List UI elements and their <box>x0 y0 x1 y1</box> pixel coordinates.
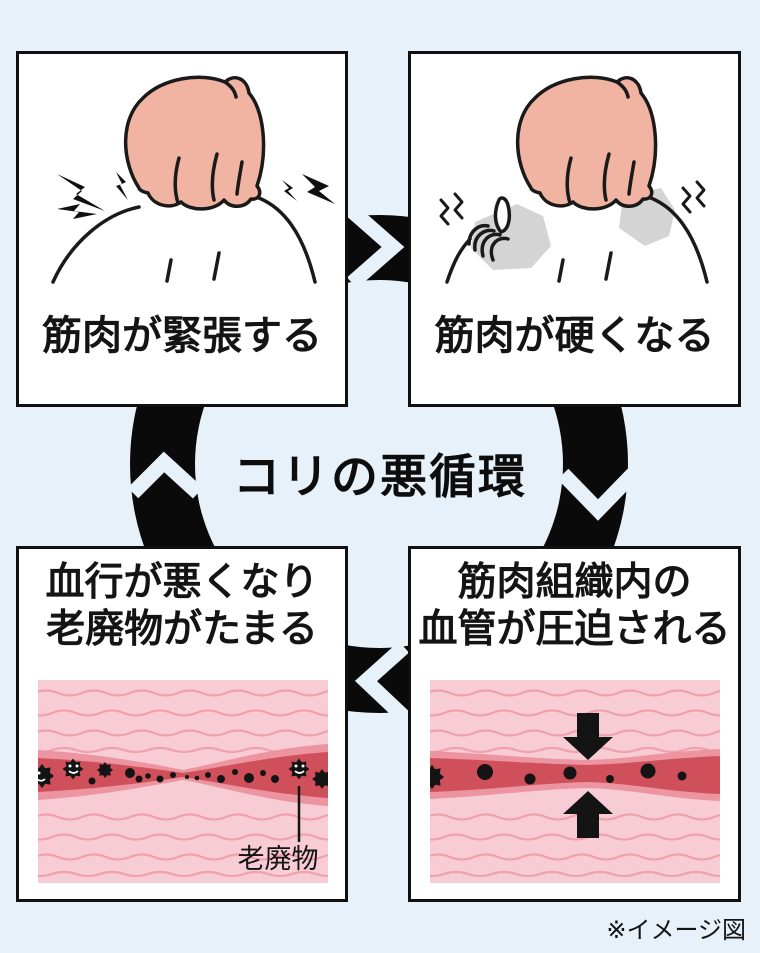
squiggle-icon-right <box>681 180 706 214</box>
chevron-right-icon <box>347 205 405 289</box>
caption-vessel-compression: 筋肉組織内の 血管が圧迫される <box>418 560 731 652</box>
compressed-vessel-illustration <box>430 680 720 883</box>
waste-particles <box>38 758 328 789</box>
panel-muscle-hardening: 筋肉が硬くなる <box>408 51 741 407</box>
squeeze-arrows-icon <box>563 713 613 838</box>
footnote-disclaimer: ※イメージ図 <box>606 916 746 944</box>
caption-muscle-hardening: 筋肉が硬くなる <box>434 313 715 359</box>
chevron-up-icon <box>127 451 204 499</box>
hand-fingers <box>467 223 510 262</box>
panel-muscle-tension: 筋肉が緊張する <box>16 51 348 407</box>
vessel-blood <box>38 752 328 798</box>
caption-muscle-tension: 筋肉が緊張する <box>42 313 322 359</box>
person-tension-illustration <box>51 75 335 284</box>
gripping-hand <box>493 196 512 234</box>
chevron-down-icon <box>557 468 639 521</box>
squiggle-icon-left <box>439 192 464 226</box>
body-outline <box>51 196 317 284</box>
person-stiff-illustration <box>439 75 709 284</box>
lightning-icon-left-lower <box>57 204 97 219</box>
lightning-icon-left-small <box>116 172 128 200</box>
waste-vessel-illustration: 老廃物 <box>38 680 328 883</box>
waste-label: 老廃物 <box>238 844 319 875</box>
squeeze-arrow-up <box>563 791 613 838</box>
lightning-icon-right-large <box>302 174 335 204</box>
lightning-icon-right-small <box>282 180 297 201</box>
panel-vessel-compression: 筋肉組織内の 血管が圧迫される <box>408 546 741 902</box>
cycle-title: コリの悪循環 <box>233 450 527 505</box>
blood-particles <box>430 763 687 790</box>
hair-strands <box>173 80 244 205</box>
lightning-icon-left-large <box>57 174 105 211</box>
waste-monster-faces <box>38 764 305 782</box>
chevron-left-icon <box>354 641 410 723</box>
hair <box>515 75 658 211</box>
hair-strands <box>565 80 636 205</box>
squeeze-arrow-down <box>563 713 613 760</box>
hair <box>123 75 266 211</box>
panel-waste-buildup: 血行が悪くなり 老廃物がたまる <box>16 546 348 902</box>
caption-waste-buildup: 血行が悪くなり 老廃物がたまる <box>45 560 319 652</box>
body-outline <box>445 196 709 284</box>
